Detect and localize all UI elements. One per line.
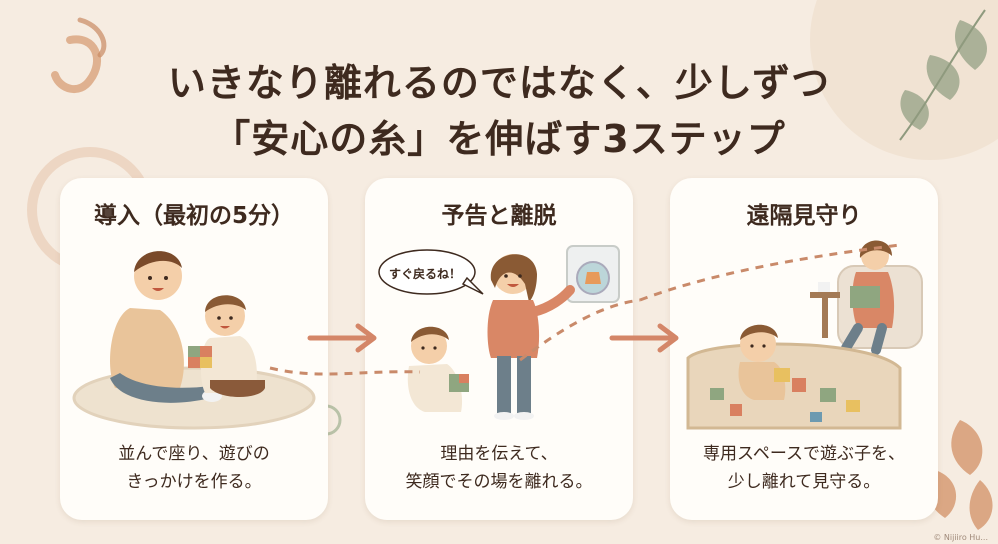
- step-1-title: 導入（最初の5分）: [93, 203, 294, 229]
- father-child-playing-illustration: [72, 251, 316, 430]
- headline-line-2: 「安心の糸」を伸ばす3ステップ: [212, 117, 786, 161]
- step-3-title: 遠隔見守り: [746, 203, 862, 229]
- step-card-3: 遠隔見守り 専用スペースで遊ぶ子を、 少し離れて見守る。: [670, 178, 938, 520]
- headline-line-1: いきなり離れるのではなく、少しずつ: [167, 61, 831, 105]
- step-2-desc-line-2: 笑顔でその場を離れる。: [405, 472, 593, 492]
- step-1-desc-line-2: きっかけを作る。: [126, 472, 262, 492]
- speech-bubble-text: すぐ戻るね！: [389, 267, 462, 281]
- step-card-2: 予告と離脱 すぐ戻るね！ 理由を伝えて、 笑顔でその場を離れる。: [365, 178, 633, 520]
- step-2-desc-line-1: 理由を伝えて、: [440, 444, 558, 464]
- step-1-description: 並んで座り、遊びの きっかけを作る。: [60, 440, 328, 496]
- step-3-desc-line-2: 少し離れて見守る。: [727, 472, 881, 492]
- step-2-title: 予告と離脱: [441, 203, 557, 229]
- remote-watching-illustration: [686, 240, 923, 430]
- step-3-description: 専用スペースで遊ぶ子を、 少し離れて見守る。: [670, 440, 938, 496]
- credit-text: © Nijiiro Hu...: [933, 533, 988, 542]
- step-2-description: 理由を伝えて、 笑顔でその場を離れる。: [365, 440, 633, 496]
- step-card-1: 導入（最初の5分） 並んで座り、遊びの きっかけを作る。: [60, 178, 328, 520]
- mother-leaving-illustration: [378, 245, 620, 420]
- step-1-desc-line-1: 並んで座り、遊びの: [118, 444, 270, 464]
- step-3-desc-line-1: 専用スペースで遊ぶ子を、: [703, 444, 905, 464]
